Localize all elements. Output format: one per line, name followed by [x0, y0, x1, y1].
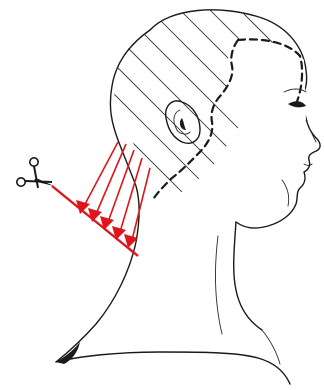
shoulder-outline: [56, 352, 290, 384]
ear-shadow: [180, 118, 186, 130]
scissors-icon: [17, 158, 54, 188]
guide-line-3: [108, 150, 134, 222]
nose-line: [306, 120, 316, 142]
cutting-line: [52, 186, 138, 256]
ear: [166, 101, 200, 143]
elevation-guides: [52, 142, 150, 256]
shoulder-shadow: [56, 342, 80, 364]
neck-tendon-line: [215, 236, 222, 334]
cheek-line: [282, 180, 289, 206]
throat-outline: [234, 222, 262, 330]
hairline-cover: [226, 40, 307, 120]
lip-line: [304, 164, 312, 166]
clavicle-line: [262, 330, 280, 364]
guide-line-5: [132, 168, 150, 240]
